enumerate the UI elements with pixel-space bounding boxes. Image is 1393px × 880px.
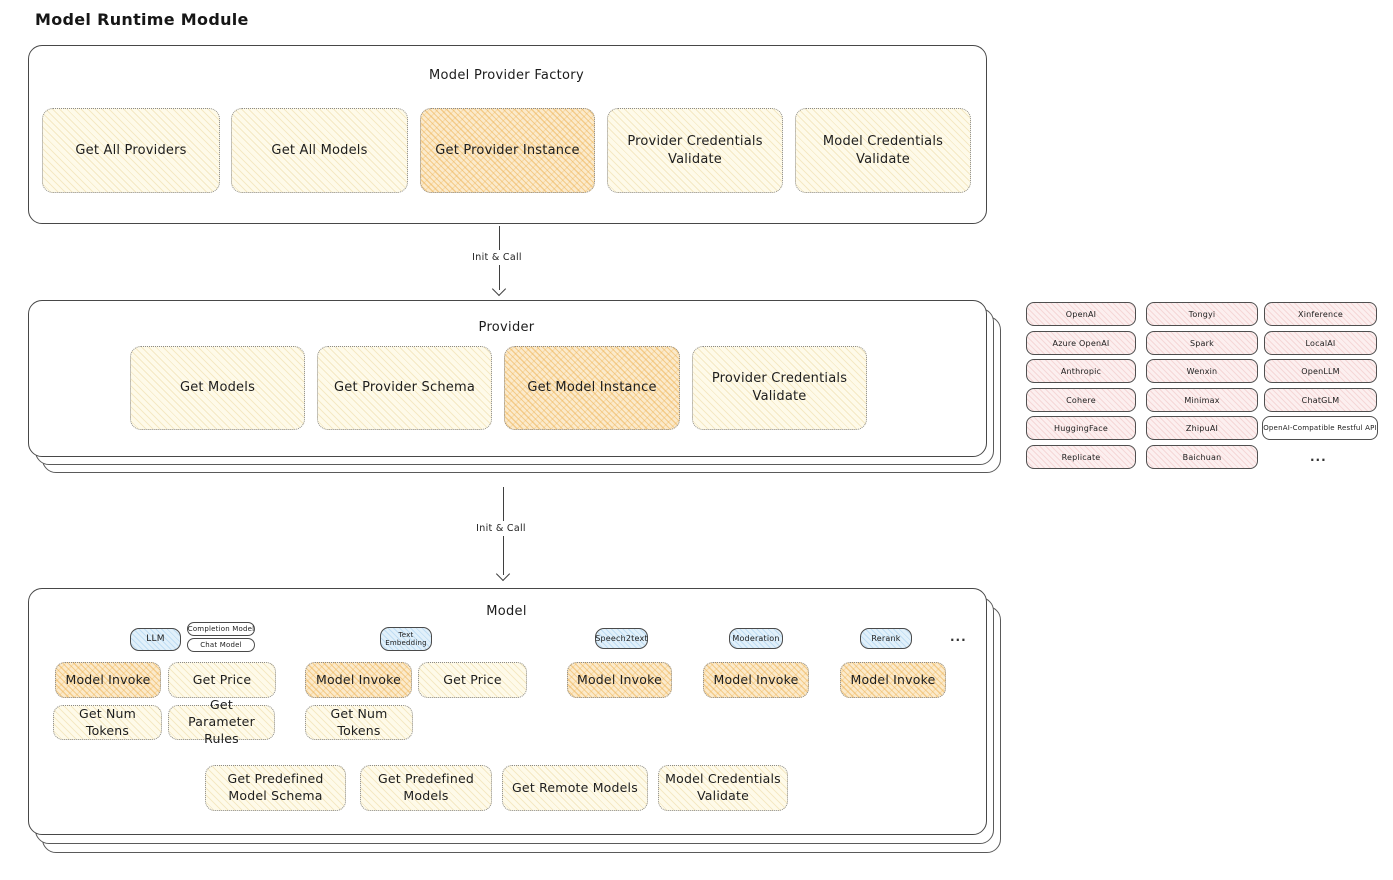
node-label: Provider Credentials Validate [711, 371, 848, 404]
node-get-provider-instance: Get Provider Instance [420, 108, 595, 193]
node-embedding-get-num-tokens: Get Num Tokens [305, 705, 413, 740]
provider-title: Provider [478, 320, 535, 335]
tab-llm: LLM [130, 628, 181, 651]
provider-cohere: Cohere [1026, 388, 1136, 412]
node-speech2text-model-invoke: Model Invoke [567, 662, 672, 698]
node-llm-get-price: Get Price [168, 662, 276, 698]
provider-spark: Spark [1146, 331, 1258, 355]
tab-completion-model: Completion Model [187, 622, 255, 636]
provider-baichuan: Baichuan [1146, 445, 1258, 469]
node-rerank-model-invoke: Model Invoke [840, 662, 946, 698]
node-provider-credentials-validate: Provider Credentials Validate [607, 108, 783, 193]
node-label: Get All Models [271, 142, 368, 158]
node-label: Get Model Instance [527, 380, 657, 396]
provider-openllm: OpenLLM [1264, 359, 1377, 383]
tabs-ellipsis: ... [950, 630, 967, 644]
provider-zhipuai: ZhipuAI [1146, 416, 1258, 440]
node-get-all-providers: Get All Providers [42, 108, 220, 193]
node-model-credentials-validate-2: Model Credentials Validate [658, 765, 788, 811]
node-get-remote-models: Get Remote Models [502, 765, 648, 811]
node-provider-credentials-validate-2: Provider Credentials Validate [692, 346, 867, 430]
provider-openai: OpenAI [1026, 302, 1136, 326]
arrow-label: Init & Call [472, 521, 530, 536]
model-title: Model [486, 604, 527, 619]
node-get-model-instance: Get Model Instance [504, 346, 680, 430]
provider-minimax: Minimax [1146, 388, 1258, 412]
node-label: Get All Providers [75, 142, 187, 158]
node-embedding-model-invoke: Model Invoke [305, 662, 412, 698]
node-get-predefined-models: Get Predefined Models [360, 765, 492, 811]
provider-azure-openai: Azure OpenAI [1026, 331, 1136, 355]
arrow-down-icon [491, 281, 507, 297]
node-llm-get-num-tokens: Get Num Tokens [53, 705, 162, 740]
provider-list-ellipsis: ... [1310, 450, 1327, 464]
arrow-down-icon [495, 566, 511, 582]
node-get-predefined-model-schema: Get Predefined Model Schema [205, 765, 346, 811]
node-llm-model-invoke: Model Invoke [55, 662, 161, 698]
provider-tongyi: Tongyi [1146, 302, 1258, 326]
node-get-all-models: Get All Models [231, 108, 408, 193]
provider-replicate: Replicate [1026, 445, 1136, 469]
provider-xinference: Xinference [1264, 302, 1377, 326]
tab-chat-model: Chat Model [187, 638, 255, 652]
node-label: Get Provider Schema [333, 380, 476, 396]
tab-speech2text: Speech2text [595, 628, 648, 649]
tab-text-embedding: Text Embedding [380, 627, 432, 651]
node-embedding-get-price: Get Price [418, 662, 527, 698]
factory-title: Model Provider Factory [429, 68, 584, 83]
node-label: Get Provider Instance [435, 142, 580, 158]
node-label: Model Credentials Validate [822, 133, 944, 167]
node-model-credentials-validate: Model Credentials Validate [795, 108, 971, 193]
node-label: Get Models [179, 380, 256, 396]
node-label: Provider Credentials Validate [627, 133, 763, 167]
provider-anthropic: Anthropic [1026, 359, 1136, 383]
provider-wenxin: Wenxin [1146, 359, 1258, 383]
node-get-models: Get Models [130, 346, 305, 430]
node-moderation-model-invoke: Model Invoke [703, 662, 809, 698]
arrow-label: Init & Call [468, 250, 526, 265]
provider-openai-compatible: OpenAI-Compatible Restful API [1262, 416, 1378, 440]
page-title: Model Runtime Module [35, 10, 249, 29]
tab-moderation: Moderation [729, 628, 783, 649]
tab-rerank: Rerank [860, 628, 912, 649]
provider-chatglm: ChatGLM [1264, 388, 1377, 412]
node-llm-get-parameter-rules: Get Parameter Rules [168, 697, 275, 746]
provider-localai: LocalAI [1264, 331, 1377, 355]
node-get-provider-schema: Get Provider Schema [317, 346, 492, 430]
provider-huggingface: HuggingFace [1026, 416, 1136, 440]
